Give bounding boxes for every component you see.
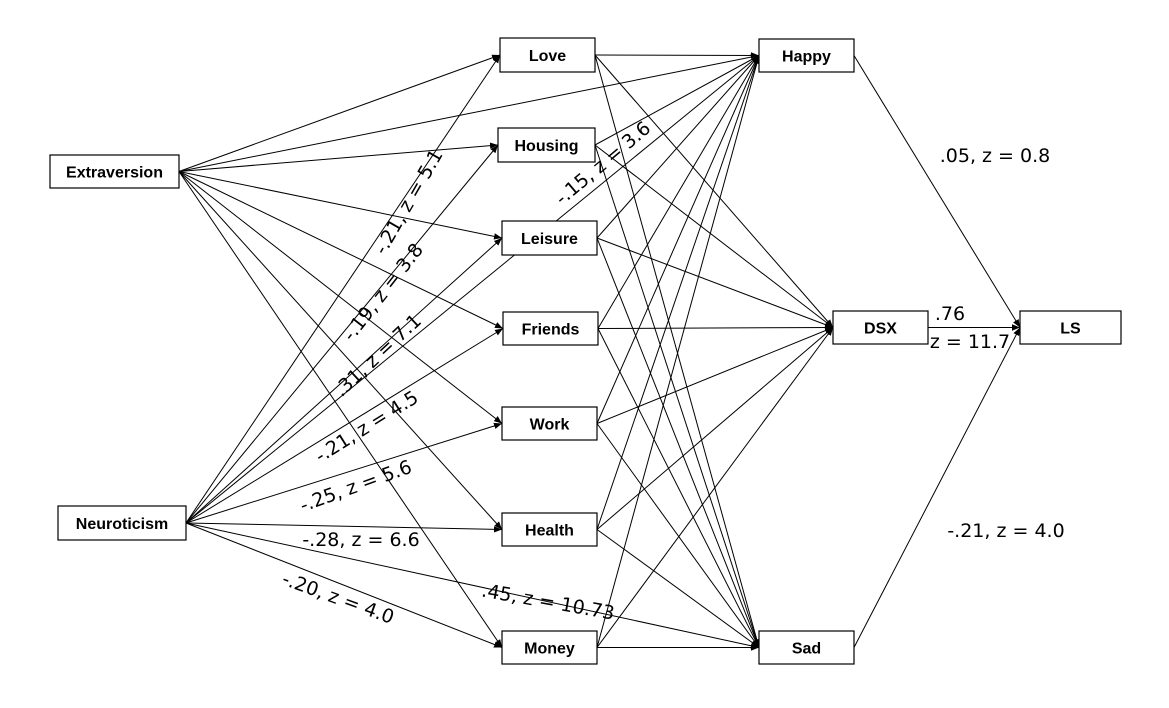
node-box [499,37,596,73]
node-label: Friends [522,322,580,339]
node-box [497,127,596,163]
node-box [501,630,598,665]
node-label: Extraversion [66,165,163,182]
path-neuroticism-to-money [185,522,503,648]
node-box [758,630,855,665]
node-label: Leisure [521,231,578,248]
path-love-to-dsx [594,54,834,328]
path-extraversion-to-money [178,171,503,648]
node-box [502,311,599,346]
path-extraversion-to-love [178,54,501,172]
path-housing-to-happy [594,55,760,146]
node-box [1019,310,1122,345]
path-leisure-to-sad [596,237,760,648]
node-money: Money [501,630,598,665]
node-label: Work [530,417,570,434]
path-work-to-happy [596,55,760,424]
node-ls: LS [1019,310,1122,345]
label-happy-ls: .05, z = 0.8 [940,145,1050,167]
path-money-to-dsx [596,327,834,648]
node-label: Housing [515,138,579,155]
node-box [501,512,598,547]
path-neuroticism-to-leisure [185,237,503,524]
path-neuroticism-to-happy [185,55,760,524]
path-health-to-dsx [596,327,834,530]
node-sad: Sad [758,630,855,665]
path-work-to-dsx [596,327,834,424]
path-extraversion-to-health [178,171,503,530]
label-neuroticism-sad: .45, z = 10.73 [480,580,616,625]
path-leisure-to-dsx [596,237,834,328]
path-extraversion-to-friends [178,171,504,329]
node-label: Health [525,523,574,540]
path-extraversion-to-happy [178,53,760,172]
path-housing-to-dsx [594,144,834,328]
path-extraversion-to-leisure [178,171,503,240]
node-box [832,310,929,345]
node-box [501,406,598,441]
node-label: Happy [782,49,831,66]
node-dsx: DSX [832,310,929,345]
path-work-to-sad [596,423,760,648]
node-label: Sad [792,641,821,658]
node-label: LS [1060,321,1081,338]
path-sad-to-ls [853,327,1021,648]
label-sad-ls: -.21, z = 4.0 [947,520,1064,542]
node-box [758,38,855,73]
edges-layer [178,52,1021,651]
label-neuroticism-money: -.20, z = 4.0 [279,568,397,629]
path-neuroticism-to-sad [185,522,760,649]
label-neuroticism-health: -.28, z = 6.6 [302,529,419,551]
node-label: Neuroticism [76,516,168,533]
node-extraversion: Extraversion [49,154,180,189]
path-money-to-happy [596,55,760,648]
path-friends-to-sad [597,328,760,648]
path-extraversion-to-housing [178,142,499,172]
path-extraversion-to-work [178,171,503,424]
node-love: Love [499,37,596,73]
node-label: DSX [864,321,897,338]
path-love-to-happy [594,52,760,59]
label-neuroticism-friends: -.21, z = 4.5 [311,386,422,467]
node-leisure: Leisure [501,220,598,256]
node-box [57,505,187,541]
node-work: Work [501,406,598,441]
node-health: Health [501,512,598,547]
path-friends-to-dsx [597,324,834,331]
node-housing: Housing [497,127,596,163]
node-neuroticism: Neuroticism [57,505,187,541]
path-neuroticism-to-health [185,522,503,533]
node-label: Love [529,48,566,65]
path-neuroticism-to-work [185,422,503,524]
path-neuroticism-to-housing [185,144,499,524]
node-label: Money [524,641,575,658]
path-love-to-sad [594,54,760,648]
label-neuroticism-work: -.25, z = 5.6 [297,456,415,517]
path-neuroticism-to-love [185,54,501,524]
node-box [49,154,180,189]
path-health-to-happy [596,55,760,530]
label-dsx-ls-beta: .76 [935,303,965,325]
path-leisure-to-happy [596,55,760,239]
node-friends: Friends [502,311,599,346]
path-friends-to-happy [597,55,760,329]
path-neuroticism-to-friends [185,328,504,524]
path-happy-to-ls [853,55,1021,328]
path-housing-to-sad [594,144,760,648]
node-box [501,220,598,256]
label-dsx-ls-z: z = 11.7 [930,331,1010,353]
node-happy: Happy [758,38,855,73]
